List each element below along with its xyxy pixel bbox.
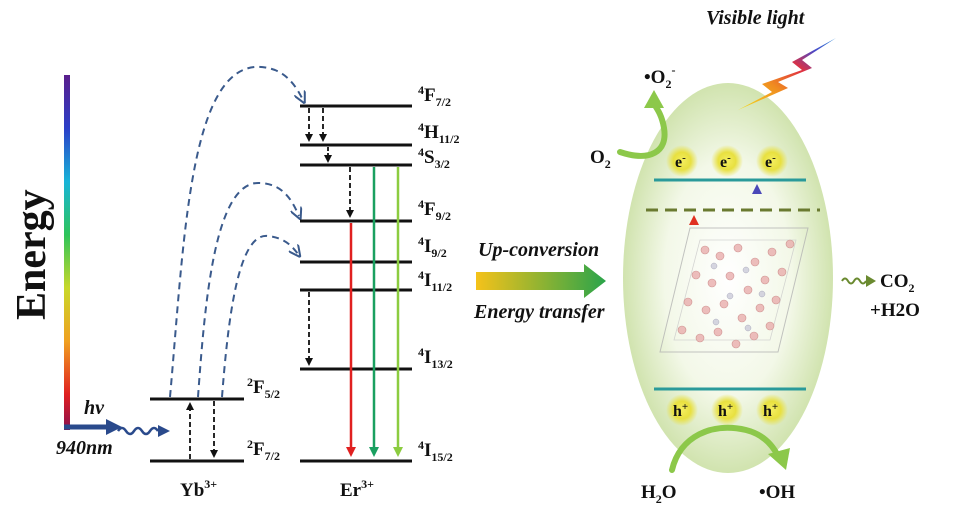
hole-glow-1	[666, 394, 698, 426]
hole-label-1: h+	[673, 401, 688, 420]
excitation-wavelength-label: 940nm	[56, 437, 113, 459]
superoxide-label: •O2-	[644, 63, 675, 91]
product-arrowhead-icon	[866, 275, 876, 287]
product-co2-label: CO2	[880, 271, 915, 295]
oxygen-reduction-arrowhead-icon	[644, 90, 664, 108]
transfer-curve-3	[221, 234, 298, 398]
er-level-h112-label: 4H11/2	[418, 120, 459, 146]
er-level-i92-label: 4I9/2	[418, 234, 447, 260]
hole-label-3: h+	[763, 401, 778, 420]
er-level-i152-label: 4I15/2	[418, 438, 453, 464]
er-level-i112-label: 4I11/2	[418, 268, 452, 294]
oxygen-label: O2	[590, 147, 611, 171]
transfer-curve-2	[197, 181, 299, 398]
excitation-arrowhead-icon	[158, 425, 170, 437]
upconversion-label: Up-conversion	[478, 239, 599, 261]
water-oxidation-arrow	[669, 424, 781, 473]
water-label: H2O	[641, 482, 677, 506]
electron-glow-3	[756, 145, 788, 177]
electron-label-2: e-	[720, 152, 731, 171]
energy-axis-bar	[64, 75, 70, 430]
energy-axis-arrow-icon	[106, 419, 122, 435]
yb-level-f52-label: 2F5/2	[247, 375, 280, 401]
electron-label-3: e-	[765, 152, 776, 171]
product-wave-icon	[841, 277, 867, 285]
hole-glow-3	[756, 394, 788, 426]
er-level-f72-label: 4F7/2	[418, 83, 451, 109]
oxygen-reduction-arrow	[617, 101, 668, 159]
er-level-f92-label: 4F9/2	[418, 197, 451, 223]
electron-glow-2	[711, 145, 743, 177]
product-h2o-label: +H2O	[870, 300, 920, 321]
energy-transfer-label: Energy transfer	[473, 301, 605, 323]
hole-label-2: h+	[718, 401, 733, 420]
yb-level-f72-label: 2F7/2	[247, 437, 280, 463]
transfer-curve-1	[169, 66, 303, 398]
er-ion-label: Er3+	[340, 477, 374, 501]
hole-glow-2	[711, 394, 743, 426]
excitation-photon-label: hv	[84, 397, 105, 419]
electron-glow-1	[666, 145, 698, 177]
electron-label-1: e-	[675, 152, 686, 171]
er-level-i132-label: 4I13/2	[418, 345, 453, 371]
visible-light-label: Visible light	[706, 7, 806, 29]
hydroxyl-label: •OH	[759, 482, 795, 503]
yb-ion-label: Yb3+	[180, 477, 217, 501]
er-level-s32-label: 4S3/2	[418, 145, 450, 171]
transfer-arrow-icon	[476, 264, 606, 298]
energy-axis-label: Energy	[9, 189, 55, 320]
crystal-structure-icon	[659, 227, 809, 353]
water-oxidation-arrowhead-icon	[768, 448, 790, 470]
excitation-wave-icon	[116, 426, 160, 436]
